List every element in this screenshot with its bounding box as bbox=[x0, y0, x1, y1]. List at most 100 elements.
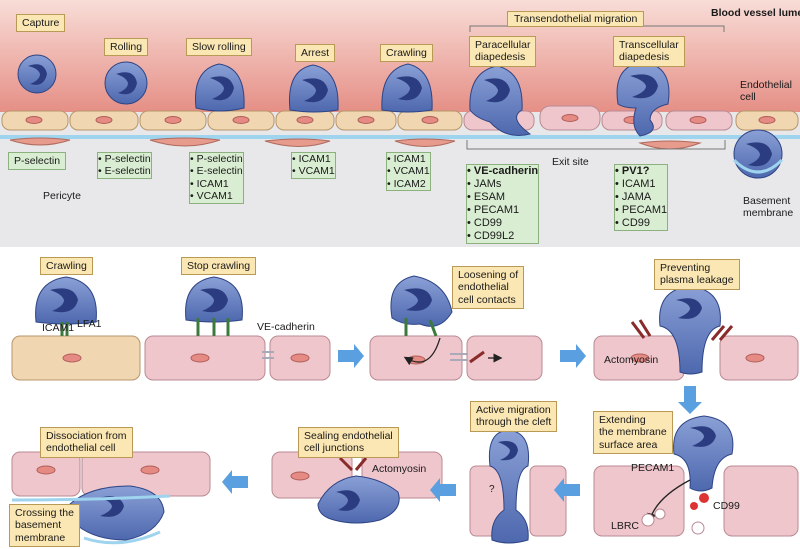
extending-line-3: surface area bbox=[599, 438, 658, 451]
molecule-item: PECAM1 bbox=[615, 204, 667, 217]
step-stop-crawling: Stop crawling bbox=[181, 257, 257, 276]
leukocyte-extravasated bbox=[732, 129, 784, 179]
molecule-item: ICAM1 bbox=[190, 178, 243, 190]
basement-membrane-label: Basement membrane bbox=[743, 195, 793, 220]
exit-site-label: Exit site bbox=[552, 156, 589, 168]
crossing-line-1: Crossing the bbox=[15, 507, 74, 519]
pecam1-label: PECAM1 bbox=[631, 462, 675, 474]
loosening-line-1: Loosening of bbox=[458, 269, 519, 281]
lfa1-receptors bbox=[60, 318, 438, 337]
actomyosin-label-2: Actomyosin bbox=[372, 463, 427, 475]
molecule-item: ICAM1 bbox=[615, 178, 667, 191]
molecule-item: VCAM1 bbox=[387, 165, 430, 177]
transcellular-line-1: Transcellular bbox=[619, 39, 679, 51]
paracellular-line-2: diapedesis bbox=[475, 51, 526, 64]
molecule-item: P-selectin bbox=[98, 153, 151, 165]
leukocyte-loosening bbox=[390, 275, 453, 327]
crossing-line-3: membrane bbox=[15, 531, 66, 544]
lbrc-vesicles bbox=[641, 508, 705, 535]
molecule-item: PECAM1 bbox=[467, 204, 538, 217]
dissociation-line-2: endothelial cell bbox=[46, 442, 116, 455]
molecule-item: CD99 bbox=[615, 217, 667, 230]
extending-line-1: Extending bbox=[599, 414, 646, 426]
step-crossing: Crossing the basement membrane bbox=[9, 504, 80, 548]
molecule-item: VE-cadherin bbox=[467, 165, 538, 178]
molecule-item: CD99L2 bbox=[467, 230, 538, 243]
cd99-label: CD99 bbox=[713, 500, 740, 512]
dissociation-line-1: Dissociation from bbox=[46, 430, 127, 442]
step-dissociation: Dissociation from endothelial cell bbox=[40, 427, 133, 458]
sealing-line-2: cell junctions bbox=[304, 442, 365, 455]
leukocyte-rolling bbox=[104, 61, 148, 105]
lbrc-label: LBRC bbox=[611, 520, 640, 532]
molecule-item: P-selectin bbox=[190, 153, 243, 165]
molecules-paracellular: VE-cadherin JAMs ESAM PECAM1 CD99 CD99L2 bbox=[466, 164, 540, 244]
leukocyte-active-migration bbox=[488, 429, 530, 544]
stage-rolling: Rolling bbox=[104, 38, 149, 57]
lfa1-label: LFA1 bbox=[77, 318, 102, 330]
step-crawling: Crawling bbox=[40, 257, 93, 276]
lumen-label: Blood vessel lumen bbox=[711, 7, 800, 19]
basement-membrane-line-1: Basement bbox=[743, 195, 791, 207]
leukocyte-dissociation bbox=[11, 485, 171, 545]
extending-line-2: the membrane bbox=[599, 426, 667, 439]
stage-arrest: Arrest bbox=[295, 44, 336, 63]
molecule-item: JAMA bbox=[615, 191, 667, 204]
loosening-line-2: endothelial bbox=[458, 281, 509, 294]
crossing-line-2: basement bbox=[15, 519, 62, 532]
step-preventing: Preventing plasma leakage bbox=[654, 259, 740, 290]
molecule-item: P-selectin bbox=[14, 155, 61, 167]
leukocyte-sealing bbox=[317, 475, 400, 524]
cd99-dots bbox=[690, 493, 709, 510]
step-sealing: Sealing endothelial cell junctions bbox=[298, 427, 399, 458]
molecule-item: VCAM1 bbox=[190, 190, 243, 202]
endothelial-cell-line-1: Endothelial bbox=[740, 79, 792, 91]
ve-cadherin-junctions bbox=[262, 351, 468, 361]
pericytes bbox=[9, 137, 702, 150]
step-loosening: Loosening of endothelial cell contacts bbox=[452, 266, 525, 310]
molecules-rolling: P-selectin E-selectin bbox=[97, 152, 152, 179]
sealing-line-1: Sealing endothelial bbox=[304, 430, 393, 442]
exit-site-bracket bbox=[466, 140, 726, 150]
molecule-item: PV1? bbox=[615, 165, 667, 178]
paracellular-label: Paracellular diapedesis bbox=[469, 36, 537, 67]
molecule-item: ESAM bbox=[467, 191, 538, 204]
leukocyte-bottom-crawling bbox=[35, 276, 97, 325]
stage-slow-rolling: Slow rolling bbox=[186, 38, 252, 57]
step-extending: Extending the membrane surface area bbox=[593, 411, 673, 455]
flow-arrows bbox=[222, 344, 702, 502]
paracellular-line-1: Paracellular bbox=[475, 39, 531, 51]
molecule-item: E-selectin bbox=[190, 165, 243, 177]
molecules-capture: P-selectin bbox=[8, 152, 67, 171]
active-migration-line-2: through the cleft bbox=[476, 416, 552, 429]
stage-capture: Capture bbox=[16, 14, 66, 33]
leukocyte-extending-membrane bbox=[673, 415, 734, 492]
step-active-migration: Active migration through the cleft bbox=[470, 401, 558, 432]
transcellular-line-2: diapedesis bbox=[619, 51, 670, 64]
molecule-item: ICAM1 bbox=[387, 153, 430, 165]
molecules-transcellular: PV1? ICAM1 JAMA PECAM1 CD99 bbox=[614, 164, 669, 231]
molecule-item: JAMs bbox=[467, 178, 538, 191]
leukocyte-arrest bbox=[288, 64, 339, 113]
pericyte-label: Pericyte bbox=[43, 190, 81, 202]
loosening-line-3: cell contacts bbox=[458, 293, 516, 306]
actomyosin-fibres bbox=[338, 319, 734, 472]
molecules-crawling: ICAM1 VCAM1 ICAM2 bbox=[386, 152, 431, 192]
leukocyte-crawling bbox=[381, 63, 433, 113]
stage-crawling: Crawling bbox=[380, 44, 433, 63]
leukocyte-paracellular bbox=[469, 65, 532, 136]
leukocyte-slow-rolling bbox=[194, 63, 245, 112]
ve-cadherin-label: VE-cadherin bbox=[257, 321, 315, 333]
molecule-item: VCAM1 bbox=[292, 165, 335, 177]
molecule-item: E-selectin bbox=[98, 165, 151, 177]
molecules-arrest: ICAM1 VCAM1 bbox=[291, 152, 336, 179]
active-migration-line-1: Active migration bbox=[476, 404, 551, 416]
endothelial-cell-label: Endothelial cell bbox=[740, 79, 792, 104]
question-mark: ? bbox=[489, 484, 495, 495]
transcellular-label: Transcellular diapedesis bbox=[613, 36, 685, 67]
molecule-item: ICAM2 bbox=[387, 178, 430, 190]
molecules-slow-rolling: P-selectin E-selectin ICAM1 VCAM1 bbox=[189, 152, 244, 204]
preventing-line-1: Preventing bbox=[660, 262, 711, 274]
endothelial-nuclei bbox=[25, 114, 776, 124]
